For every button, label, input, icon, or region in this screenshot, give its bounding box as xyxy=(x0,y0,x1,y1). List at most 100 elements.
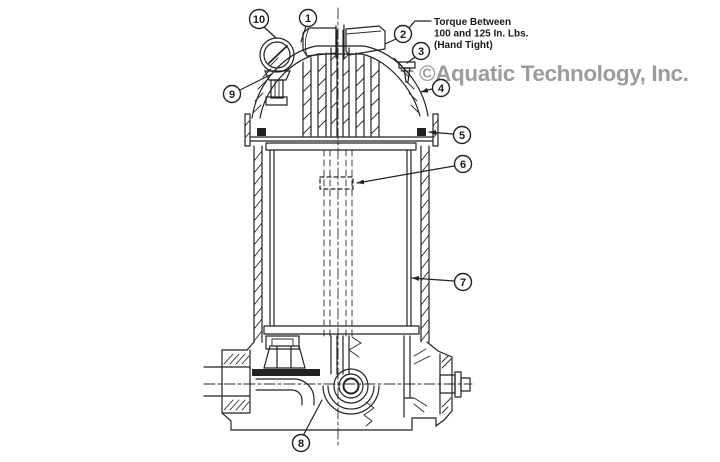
clamp-ring xyxy=(245,114,438,146)
drain-cup xyxy=(264,346,305,368)
callout-8-number: 8 xyxy=(298,438,304,450)
right-wall-hatch xyxy=(421,151,429,341)
callouts: 1 2 3 4 5 6 7 xyxy=(224,10,472,452)
callout-7: 7 xyxy=(412,274,472,291)
tank-body xyxy=(254,146,429,342)
callout-10-number: 10 xyxy=(253,14,265,26)
callout-2-number: 2 xyxy=(400,29,406,41)
break-squiggle-bottom xyxy=(364,402,374,426)
callout-10: 10 xyxy=(250,10,277,39)
gauge-bracket xyxy=(265,71,290,80)
right-band xyxy=(433,114,438,146)
left-port-bore xyxy=(204,367,250,396)
dome-rib-hatch xyxy=(303,54,379,134)
left-wall-hatch xyxy=(254,151,262,341)
callout-7-circle xyxy=(455,274,472,291)
gauge-stem-lines xyxy=(275,80,279,98)
seal-ring-2 xyxy=(334,369,368,403)
dome-left-edge-hatch xyxy=(253,58,278,113)
left-band xyxy=(245,114,250,146)
callout-9-leader xyxy=(240,74,272,90)
shaft-stub xyxy=(461,378,470,391)
callout-6-circle xyxy=(455,156,472,173)
knob-stud xyxy=(336,25,344,58)
watermark-text: ©Aquatic Technology, Inc. xyxy=(419,61,689,86)
callout-10-circle xyxy=(250,10,269,29)
torque-note-line1: Torque Between xyxy=(434,17,511,28)
dome-inner xyxy=(260,54,420,118)
cartridge-top-plate xyxy=(266,143,416,150)
dome-lid xyxy=(252,30,428,136)
valve-stem xyxy=(404,68,410,82)
bottom-fitting-outer xyxy=(266,336,299,349)
callout-5: 5 xyxy=(429,127,471,144)
left-clamp-block xyxy=(257,128,266,136)
cartridge-walls xyxy=(270,150,411,326)
filter-cartridge xyxy=(264,143,419,349)
dome-right-edge-hatch xyxy=(394,58,419,113)
callout-5-number: 5 xyxy=(459,130,465,142)
callout-4-number: 4 xyxy=(438,83,445,95)
callout-9-number: 9 xyxy=(229,89,235,101)
callout-9: 9 xyxy=(224,74,273,103)
shaft-washer xyxy=(455,372,461,397)
callout-8-leader xyxy=(304,400,322,434)
callout-8-circle xyxy=(293,435,310,452)
right-clamp-block xyxy=(417,128,426,136)
volute-vanes xyxy=(414,349,430,412)
tank-walls xyxy=(254,146,429,342)
gauge-mount-foot xyxy=(266,97,287,105)
knob-right-wing xyxy=(346,26,385,55)
base-pump-assembly xyxy=(204,336,470,430)
callout-1: 1 xyxy=(300,10,317,43)
air-bleeder-dashed-box xyxy=(320,177,353,189)
cartridge-bottom-plate xyxy=(264,326,419,334)
callout-3: 3 xyxy=(407,43,430,64)
right-standpipe xyxy=(404,336,414,417)
seal-ring-arcs xyxy=(323,386,379,414)
callout-1-leader xyxy=(301,26,306,42)
callout-1-number: 1 xyxy=(305,13,311,25)
rim-lines xyxy=(250,137,433,141)
callout-2: 2 xyxy=(385,26,412,45)
callout-6-leader xyxy=(357,166,454,185)
band-hatch xyxy=(245,120,438,138)
callout-2-circle xyxy=(395,26,412,43)
torque-note-line2: 100 and 125 In. Lbs. xyxy=(434,29,529,40)
knob-left-wing-shading xyxy=(305,28,309,56)
gauge-needle xyxy=(269,46,287,63)
callout-8: 8 xyxy=(293,400,323,452)
callout-3-leader xyxy=(407,57,415,63)
callout-9-circle xyxy=(224,86,241,103)
column-into-base xyxy=(331,336,349,374)
standpipe-dashed-lines xyxy=(324,150,352,336)
dome-outer xyxy=(252,46,428,118)
gauge-outer-ring xyxy=(260,38,294,72)
torque-note-leader xyxy=(409,21,431,28)
torque-note-line3: (Hand Tight) xyxy=(434,40,493,51)
torque-note: Torque Between 100 and 125 In. Lbs. (Han… xyxy=(409,17,529,51)
callout-2-leader xyxy=(385,39,396,44)
callout-6-number: 6 xyxy=(460,159,466,171)
break-squiggle-top xyxy=(349,337,361,357)
shaft-seal-hub xyxy=(344,379,359,394)
callout-4-leader xyxy=(421,87,432,92)
pressure-gauge xyxy=(260,38,294,105)
callout-1-circle xyxy=(300,10,317,27)
callout-5-circle xyxy=(454,127,471,144)
right-flange-hatch xyxy=(442,356,451,413)
left-flange-edges xyxy=(222,350,250,413)
gauge-stem xyxy=(271,80,283,98)
bottom-fitting-inner xyxy=(272,339,293,346)
callout-7-number: 7 xyxy=(460,277,466,289)
gauge-inner-ring xyxy=(264,42,290,68)
callout-3-circle xyxy=(413,43,430,60)
callout-10-leader xyxy=(264,27,276,38)
callout-4: 4 xyxy=(421,80,450,97)
callout-5-leader xyxy=(429,130,453,136)
callout-4-circle xyxy=(433,80,450,97)
seal-ring-1 xyxy=(339,374,363,398)
internal-elbow-pipe xyxy=(256,379,314,405)
seal-plate-band xyxy=(252,369,320,376)
